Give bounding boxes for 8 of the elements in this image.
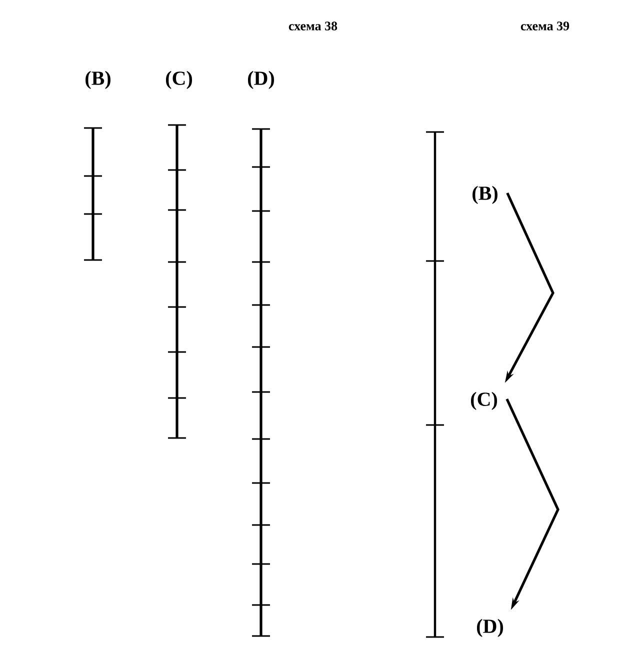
heading: схема 39 [520,22,570,30]
column-label: (D) [248,70,274,90]
node-label: (B) [472,186,498,204]
heading: схема 38 [288,22,338,30]
column-label: (C) [166,70,192,90]
node-label: (D) [477,618,503,638]
node-label: (C) [471,392,497,410]
column-label: (B) [86,70,110,90]
